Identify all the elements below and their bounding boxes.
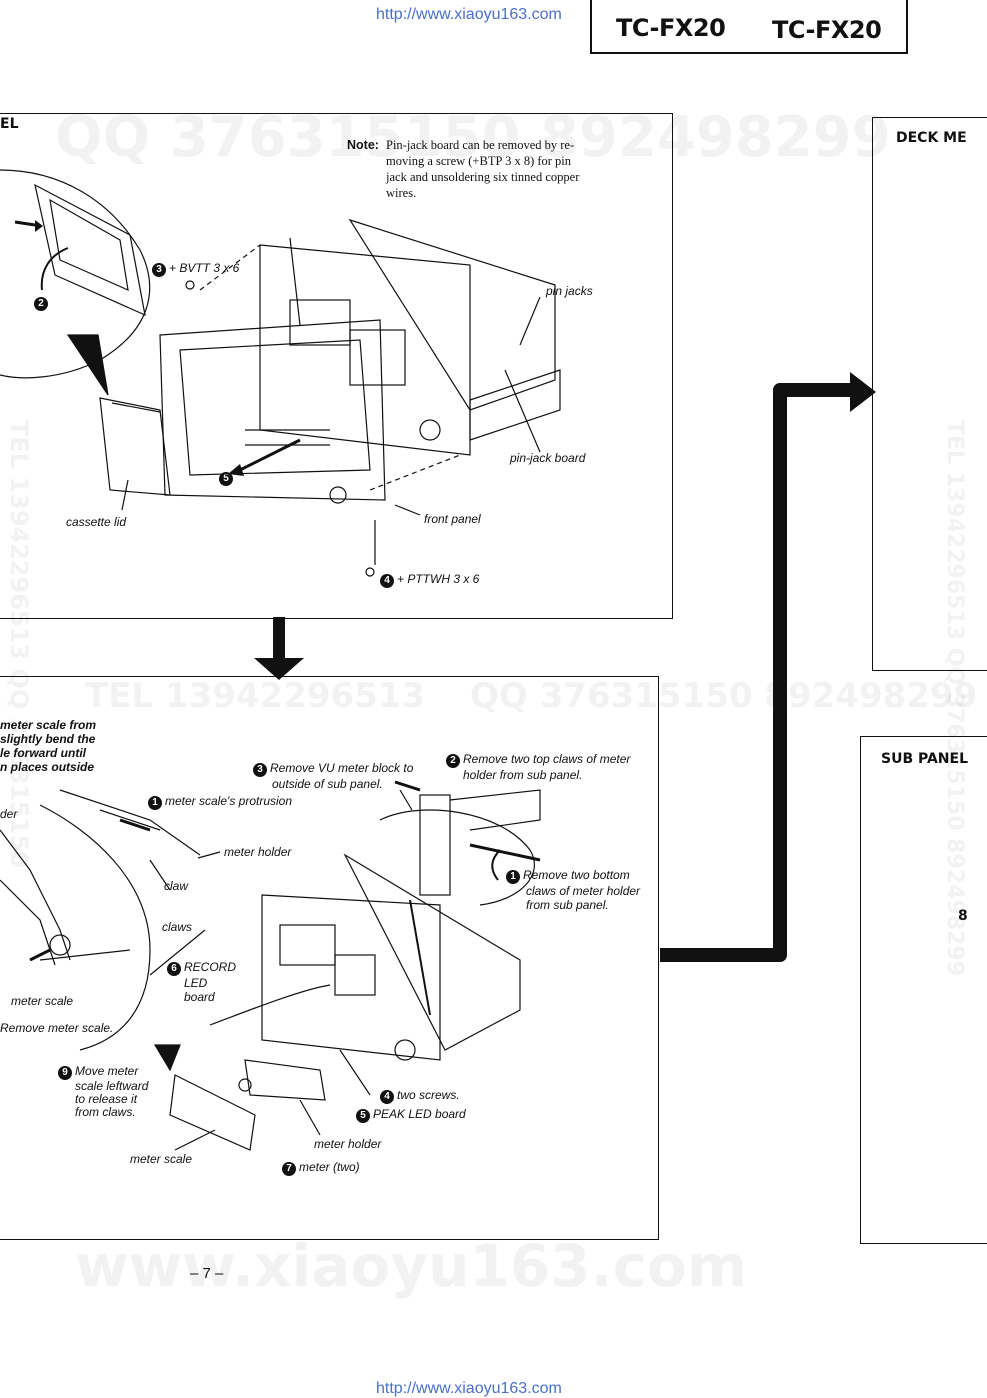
step-glyph-8: 8 (958, 908, 968, 924)
step-3-text: Remove VU meter block to (270, 761, 414, 775)
deck-mechanism-title: DECK ME (896, 130, 967, 146)
step-number: 5 (356, 1109, 370, 1123)
instruction-line: slightly bend the (0, 732, 96, 746)
note-line: Pin-jack board can be removed by re- (386, 138, 575, 152)
url-bottom[interactable]: http://www.xiaoyu163.com (376, 1380, 562, 1397)
step-number: 9 (58, 1066, 72, 1080)
label-claws: claws (162, 920, 193, 934)
label-der: der (0, 807, 18, 821)
label-meter-scale-1: meter scale (11, 994, 74, 1008)
meter-scale-instructions: meter scale from slightly bend the le fo… (0, 718, 96, 774)
label-front-panel: front panel (424, 512, 481, 526)
step-9-text: Move meter (75, 1064, 139, 1078)
label-remove-meter-scale: Remove meter scale. (0, 1021, 114, 1035)
sub-panel-section (860, 736, 987, 1244)
instruction-line: n places outside (0, 760, 95, 774)
front-panel-title: EL (0, 116, 19, 132)
label-screw-3: 3+ BVTT 3 x 6 (152, 261, 239, 277)
pin-jack-note: Note: Pin-jack board can be removed by r… (347, 137, 627, 201)
step-number: 3 (152, 263, 166, 277)
instruction-line: meter scale from (0, 718, 97, 732)
watermark-site: www.xiaoyu163.com (75, 1232, 748, 1300)
note-line: moving a screw (+BTP 3 x 8) for pin (386, 154, 572, 168)
note-line: jack and unsoldering six tinned copper (386, 170, 580, 184)
step-number-5: 5 (219, 472, 233, 486)
watermark-qq-mid: QQ 376315150 892498299 (470, 676, 978, 716)
label-pin-jack-board: pin-jack board (510, 451, 586, 465)
front-panel-section (0, 113, 673, 619)
model-name-left: TC-FX20 (616, 14, 726, 42)
step-6-text: RECORD (184, 960, 237, 974)
step-1b-text-2: claws of meter holder (526, 884, 641, 898)
watermark-qq-top: QQ 376315150 892498299 (55, 105, 891, 170)
step-6-text-c: board (184, 990, 215, 1004)
step-1b-text: Remove two bottom (523, 868, 630, 882)
step-2-text: Remove two top claws of meter (463, 752, 631, 766)
step-4-text: two screws. (397, 1088, 460, 1102)
step-number: 1 (148, 796, 162, 810)
step-2-text-b: holder from sub panel. (463, 768, 583, 782)
step-1-text: meter scale's protrusion (165, 794, 293, 808)
label-meter-holder-2: meter holder (314, 1137, 382, 1151)
watermark-tel-mid: TEL 13942296513 (85, 676, 426, 716)
meter-section (0, 676, 659, 1240)
watermark-vertical-left: TEL 13942296513 QQ 376315150 (5, 420, 33, 868)
screw-4-text: + PTTWH 3 x 6 (397, 572, 480, 586)
label-cassette-lid: cassette lid (66, 515, 127, 529)
instruction-line: le forward until (0, 746, 87, 760)
step-number: 2 (446, 754, 460, 768)
model-name-right: TC-FX20 (772, 16, 882, 44)
step-number: 1 (506, 870, 520, 884)
screw-3-text: + BVTT 3 x 6 (169, 261, 240, 275)
step-6-text-b: LED (184, 976, 208, 990)
note-line: wires. (386, 186, 417, 200)
step-number: 7 (282, 1162, 296, 1176)
label-pin-jacks: pin jacks (546, 284, 593, 298)
model-header-box (590, 0, 908, 54)
label-meter-scale-2: meter scale (130, 1152, 193, 1166)
step-9-text-d: from claws. (75, 1105, 136, 1119)
watermark-vertical-right: TEL 13942296513 QQ 376315150 892498299 (942, 420, 967, 977)
step-number-2: 2 (34, 297, 48, 311)
step-number: 6 (167, 962, 181, 976)
step-9-text-c: to release it (75, 1092, 138, 1106)
step-number: 4 (380, 1090, 394, 1104)
step-3-text-b: outside of sub panel. (272, 777, 383, 791)
step-9-text-b: scale leftward (75, 1079, 149, 1093)
url-top[interactable]: http://www.xiaoyu163.com (376, 6, 562, 23)
page-number: – 7 – (190, 1265, 224, 1282)
step-1b-text-3: from sub panel. (526, 898, 609, 912)
sub-panel-title: SUB PANEL (881, 751, 969, 767)
label-meter-holder-1: meter holder (224, 845, 292, 859)
step-5-text: PEAK LED board (373, 1107, 466, 1121)
step-7-text: meter (two) (299, 1160, 360, 1174)
label-screw-4: 4+ PTTWH 3 x 6 (380, 572, 479, 588)
note-label: Note: (347, 138, 379, 152)
step-number: 3 (253, 763, 267, 777)
step-number: 4 (380, 574, 394, 588)
